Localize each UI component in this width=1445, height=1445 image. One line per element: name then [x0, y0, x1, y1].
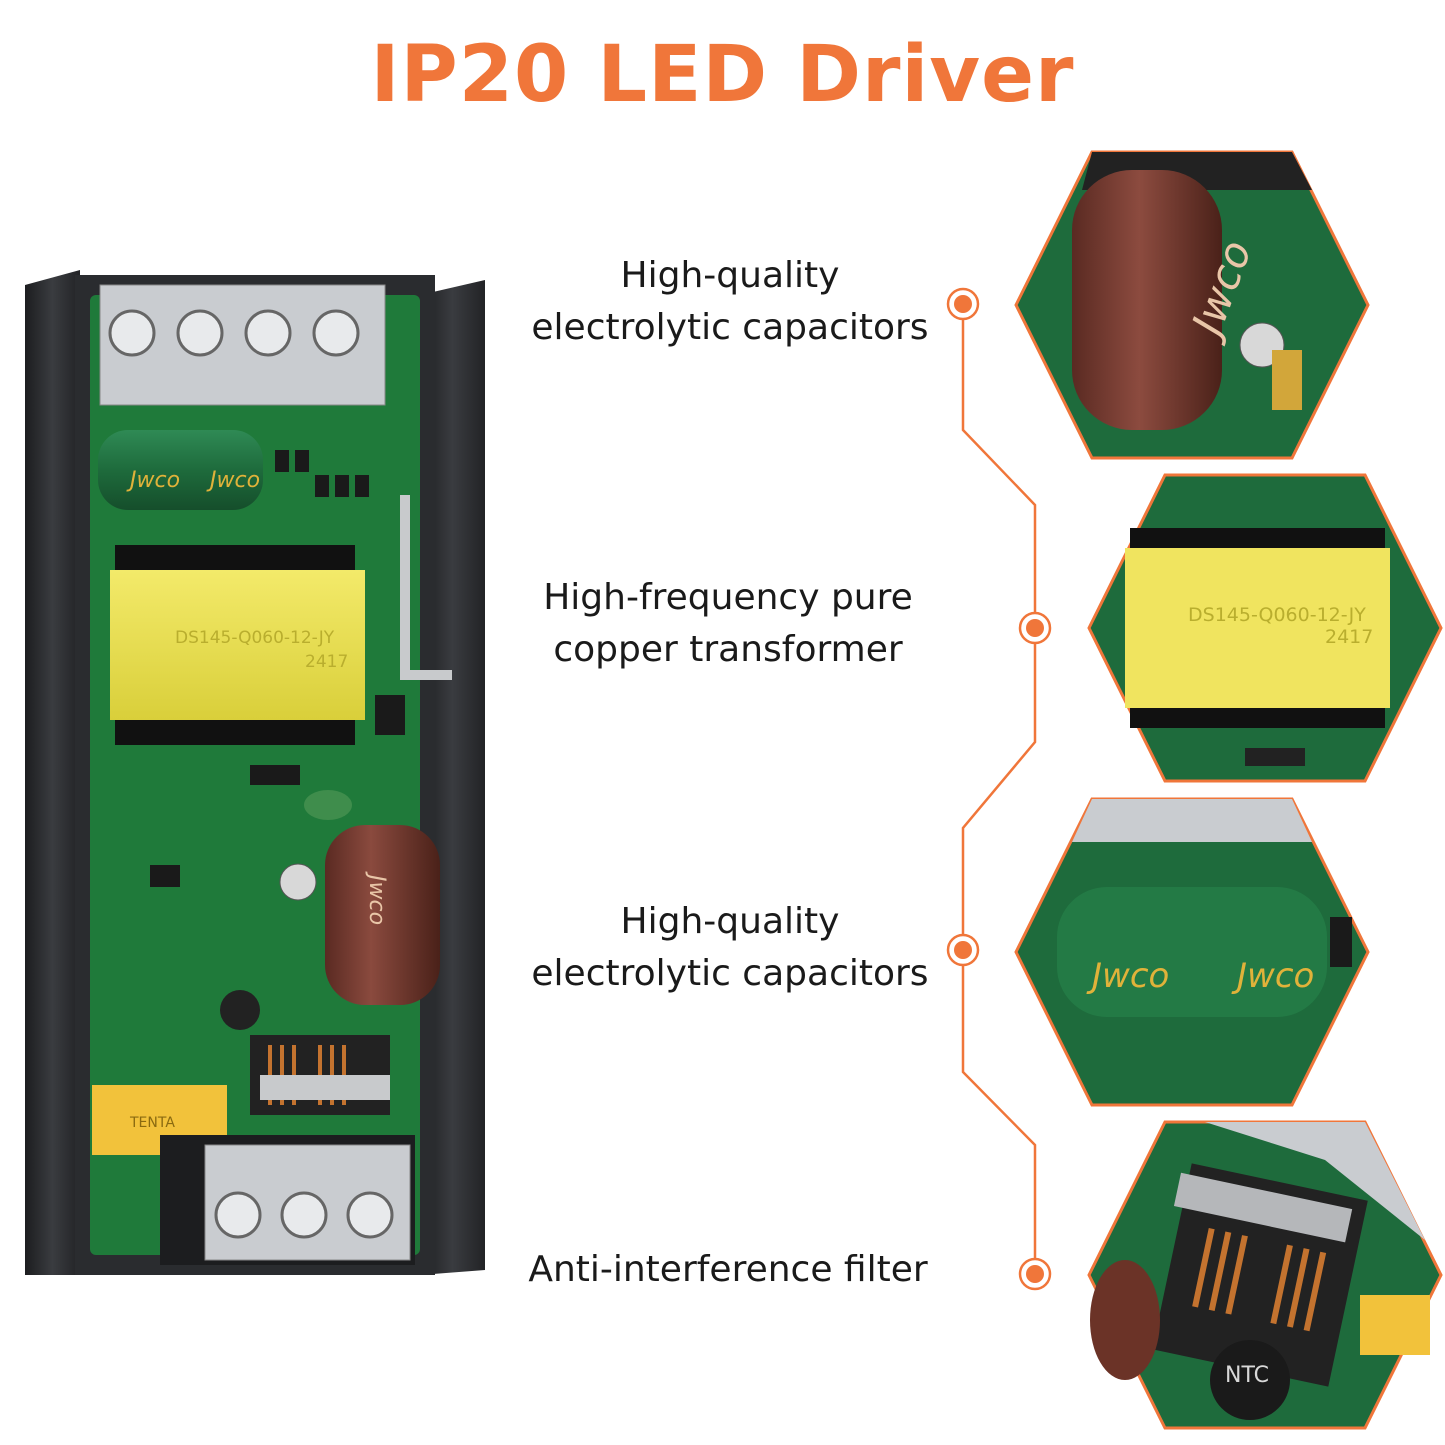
feature-line: High-quality [620, 901, 840, 942]
zoom-capacitor-green: Jwco Jwco [1012, 797, 1372, 1107]
led-driver-image: Jwco Jwco DS145-Q060-12-JY 2417 Jwco TEN… [25, 270, 485, 1275]
zoom-transformer: DS145-Q060-12-JY 2417 [1085, 473, 1445, 783]
zoom-filter: NTC [1085, 1120, 1445, 1430]
svg-text:Jwco: Jwco [1086, 956, 1169, 996]
filter-marking-text: TENTA [129, 1115, 175, 1131]
timeline-dot-4 [1018, 1257, 1052, 1291]
svg-text:Jwco: Jwco [364, 871, 389, 925]
zoom-transformer-code: 2417 [1325, 626, 1373, 648]
page-title: IP20 LED Driver [370, 30, 1075, 120]
svg-text:Jwco: Jwco [1231, 956, 1314, 996]
feature-line: High-quality [620, 255, 840, 296]
zoom-ntc-text: NTC [1225, 1363, 1269, 1388]
transformer-code-text: 2417 [305, 652, 348, 672]
cap-brand-text: Jwco [126, 468, 180, 493]
feature-capacitors-2: High-quality electrolytic capacitors [470, 896, 990, 1000]
zoom-transformer-model: DS145-Q060-12-JY [1188, 604, 1366, 626]
zoom-capacitor-brown: Jwco [1012, 150, 1372, 460]
feature-transformer: High-frequency pure copper transformer [468, 572, 988, 676]
transformer-model-text: DS145-Q060-12-JY [175, 628, 335, 648]
feature-line: High-frequency pure [543, 577, 913, 618]
feature-line: copper transformer [553, 629, 903, 670]
timeline-dot-2 [1018, 611, 1052, 645]
feature-line: electrolytic capacitors [531, 953, 929, 994]
feature-line: electrolytic capacitors [531, 307, 929, 348]
feature-line: Anti-interference filter [528, 1249, 928, 1290]
svg-text:Jwco: Jwco [206, 468, 260, 493]
feature-filter: Anti-interference filter [468, 1244, 988, 1296]
feature-capacitors-1: High-quality electrolytic capacitors [470, 250, 990, 354]
